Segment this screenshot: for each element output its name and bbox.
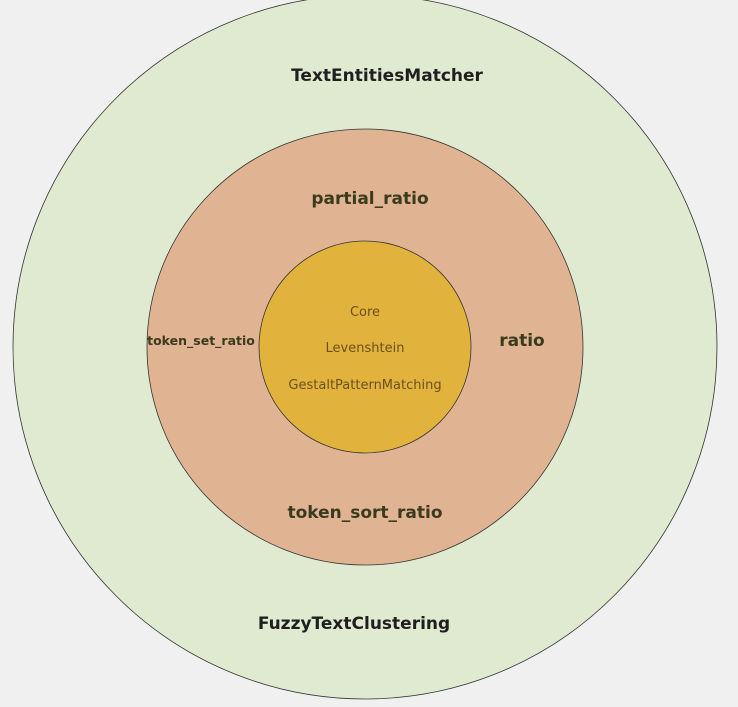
middle-right-label: ratio <box>499 331 545 351</box>
outer-top-label: TextEntitiesMatcher <box>291 66 483 86</box>
core-item-levenshtein: Levenshtein <box>326 341 405 356</box>
outer-bottom-label: FuzzyTextClustering <box>258 614 450 634</box>
core-circle <box>258 240 472 454</box>
middle-left-label: token_set_ratio <box>147 333 255 349</box>
core-item-gestalt: GestaltPatternMatching <box>288 378 441 393</box>
middle-bottom-label: token_sort_ratio <box>287 503 442 523</box>
core-item-core: Core <box>350 305 380 320</box>
middle-top-label: partial_ratio <box>311 189 428 209</box>
